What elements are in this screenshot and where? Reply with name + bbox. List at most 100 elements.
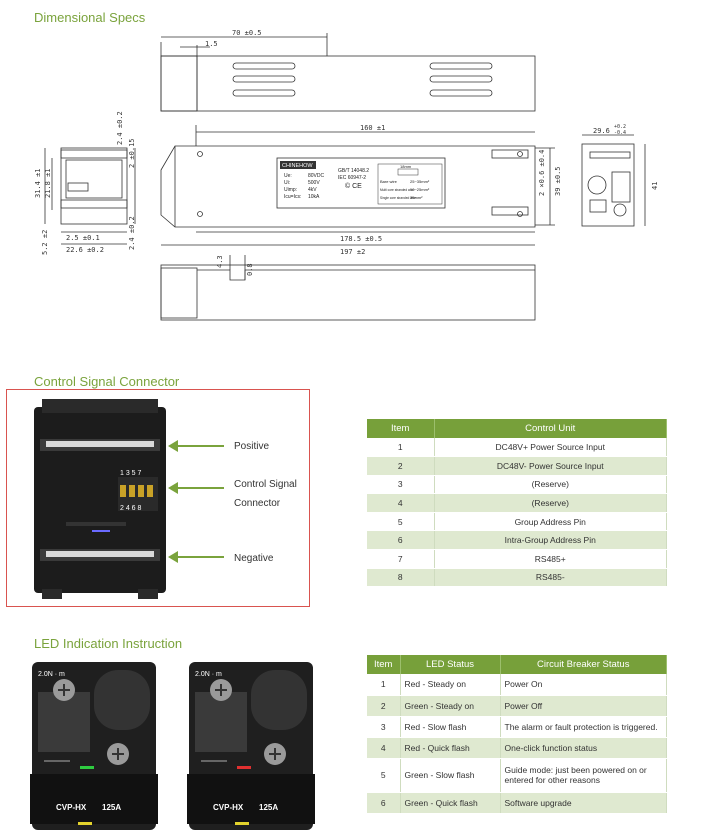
pins-bottom-label: 2 4 6 8 — [120, 505, 142, 512]
table-cell: 3 — [367, 716, 401, 738]
table-cell: 4 — [367, 493, 435, 513]
signal-label-line2: Connector — [234, 498, 281, 509]
dim-left-d5: 2.5 ±0.1 — [66, 234, 100, 242]
control-table-header-item: Item — [367, 419, 435, 438]
dim-right-tol-minus: -0.4 — [614, 130, 626, 136]
dim-front-right: 2 ×0.6 ±0.4 — [538, 150, 546, 196]
top-view — [160, 33, 536, 112]
plate-row-0-k: Ue: — [284, 173, 292, 179]
table-cell: 8 — [367, 568, 435, 588]
table-cell: RS485+ — [434, 549, 667, 569]
left-side-view — [44, 147, 136, 245]
table-cell: 7 — [367, 549, 435, 569]
led-indicator-icon — [80, 766, 94, 769]
rating-label-2: 125A — [259, 803, 278, 812]
plate-wire-1-k: Multi core stranded wire — [380, 188, 414, 192]
table-cell: Power On — [500, 674, 667, 696]
led-device-1: 2.0N · m CVP-HX 125A — [30, 662, 158, 830]
dim-left-d8: 2.4 ±0.2 — [128, 216, 136, 250]
led-device-2: 2.0N · m CVP-HX 125A — [187, 662, 315, 830]
positive-label: Positive — [234, 441, 270, 452]
dim-front-pitch: 178.5 ±0.5 — [340, 235, 382, 243]
led-table-header-breaker: Circuit Breaker Status — [500, 655, 667, 674]
table-cell: Software upgrade — [500, 792, 667, 814]
table-cell: 2 — [367, 695, 401, 717]
led-indication-heading: LED Indication Instruction — [34, 636, 183, 651]
dim-left-d1: 31.4 ±1 — [34, 168, 42, 198]
plate-std1: GB/T 14048.2 — [338, 168, 369, 174]
table-cell: 6 — [367, 530, 435, 551]
table-cell: The alarm or fault protection is trigger… — [500, 716, 667, 738]
model-label-2: CVP-HX — [213, 803, 244, 812]
table-cell: 5 — [367, 512, 435, 532]
plate-row-3-v: 10kA — [308, 194, 320, 200]
table-cell: Red - Slow flash — [400, 716, 501, 738]
bottom-view — [160, 255, 536, 321]
table-row: 3(Reserve) — [367, 475, 667, 495]
control-table-header-unit: Control Unit — [434, 419, 667, 438]
torque-label-2: 2.0N · m — [195, 671, 222, 678]
rating-label-1: 125A — [102, 803, 121, 812]
table-cell: Red - Steady on — [400, 674, 501, 696]
plate-row-1-v: 500V — [308, 180, 320, 186]
dim-left-d2: 21.8 ±1 — [44, 168, 52, 198]
dimensional-drawing: 70 ±0.5 1.5 160 ±1 178.5 ±0.5 197 ±2 2.5… — [34, 29, 659, 321]
plate-row-1-k: Ui: — [284, 180, 290, 186]
table-cell: Guide mode: just been powered on or ente… — [500, 758, 667, 793]
table-cell: Green - Slow flash — [400, 758, 501, 793]
dim-bottom-d2: 0.8 — [246, 263, 254, 276]
dim-left-d4: 2 ±0.15 — [128, 138, 136, 168]
table-cell: RS485- — [434, 568, 667, 588]
dim-top-offset: 1.5 — [205, 40, 218, 48]
table-cell: 1 — [367, 674, 401, 696]
table-cell: Green - Steady on — [400, 695, 501, 717]
connector-image: 1 3 5 7 2 4 6 8 — [34, 399, 224, 599]
plate-row-0-v: 80VDC — [308, 173, 325, 179]
dim-front-height: 39 ±0.5 — [554, 166, 562, 196]
table-cell: 6 — [367, 792, 401, 814]
table-cell: One-click function status — [500, 737, 667, 759]
led-table-header-status: LED Status — [400, 655, 501, 674]
dim-right-height: 41 — [651, 182, 659, 190]
table-cell: Intra-Group Address Pin — [434, 530, 667, 551]
plate-row-2-k: Uimp: — [284, 187, 297, 193]
table-cell: DC48V- Power Source Input — [434, 456, 667, 476]
table-cell: (Reserve) — [434, 475, 667, 495]
plate-wire-2-v: 35mm² — [410, 195, 423, 200]
dim-bottom-d1: 4.3 — [216, 255, 224, 268]
dimensional-specs-heading: Dimensional Specs — [34, 10, 146, 25]
dim-right-width: 29.6 — [593, 127, 610, 135]
dim-front-total: 197 ±2 — [340, 248, 365, 256]
led-table-header-item: Item — [367, 655, 401, 674]
plate-wire-2-k: Single core stranded wire — [380, 196, 416, 200]
table-cell: 3 — [367, 475, 435, 495]
dim-left-d7: 5.2 ±2 — [41, 230, 49, 255]
table-cell: (Reserve) — [434, 493, 667, 513]
signal-label-line1: Control Signal — [234, 479, 297, 490]
table-cell: Group Address Pin — [434, 512, 667, 532]
table-cell: 5 — [367, 758, 401, 793]
negative-label: Negative — [234, 553, 274, 564]
cert-marks-icon: © CE — [345, 182, 362, 190]
plate-row-3-k: Icu=Ics: — [284, 194, 301, 200]
table-cell: 1 — [367, 438, 435, 458]
plate-row-2-v: 4kV — [308, 187, 317, 193]
plate-std2: IEC 60947-2 — [338, 175, 366, 181]
dim-left-d6: 22.6 ±0.2 — [66, 246, 104, 254]
table-cell: Power Off — [500, 695, 667, 717]
front-view — [160, 125, 555, 246]
plate-wire-0-v: 25~35mm² — [410, 179, 430, 184]
table-cell: Red - Quick flash — [400, 737, 501, 759]
table-cell: DC48V+ Power Source Input — [434, 438, 667, 458]
